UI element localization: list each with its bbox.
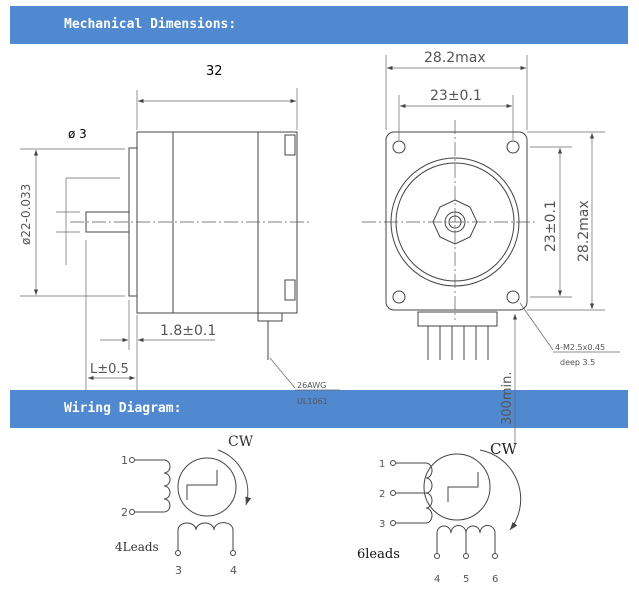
wiring-6-leads: CW 1 2 3 4 5 6 6leads xyxy=(357,440,522,585)
wiring-4-leads: CW 1 2 3 4 4Leads xyxy=(115,434,254,577)
thread-spec: 4-M2.5x0.45 xyxy=(555,343,605,352)
wiring-title: Wiring Diagram: xyxy=(64,401,182,416)
dim-overall-height: 28.2max xyxy=(576,200,592,262)
dim-hole-height: 23±0.1 xyxy=(543,200,559,252)
leads-label: 4Leads xyxy=(115,540,159,554)
pin-label: 3 xyxy=(379,519,385,530)
leads-label: 6leads xyxy=(357,547,400,562)
wiring-header: Wiring Diagram: xyxy=(10,390,628,428)
mechanical-header: Mechanical Dimensions: xyxy=(10,6,628,44)
dim-hole-width: 23±0.1 xyxy=(430,88,482,104)
dim-overall-width: 28.2max xyxy=(424,50,486,66)
pin-label: 3 xyxy=(175,564,182,577)
side-view: 32 ø22-0.033 ø 3 1.8±0.1 L±0.5 26AWG UL1… xyxy=(19,64,340,406)
pin-label: 2 xyxy=(379,489,385,500)
wire-gauge: 26AWG xyxy=(297,381,326,390)
dim-shaft-dia: ø 3 xyxy=(68,127,87,141)
cw-label: CW xyxy=(228,434,254,450)
dim-shaft-len: L±0.5 xyxy=(90,362,129,377)
dim-lead-length: 300min. xyxy=(500,372,515,425)
mechanical-title: Mechanical Dimensions: xyxy=(64,17,237,32)
pin-label: 5 xyxy=(463,574,469,585)
dim-length: 32 xyxy=(206,64,223,79)
pin-label: 1 xyxy=(379,459,385,470)
pin-label: 2 xyxy=(121,506,128,519)
pin-label: 4 xyxy=(230,564,237,577)
dim-body-dia: ø22-0.033 xyxy=(19,184,33,245)
dim-flange: 1.8±0.1 xyxy=(160,323,216,339)
cw-label: CW xyxy=(490,440,517,458)
thread-depth: deep 3.5 xyxy=(560,358,595,367)
pin-label: 6 xyxy=(492,574,498,585)
pin-label: 1 xyxy=(121,454,128,467)
pin-label: 4 xyxy=(434,574,440,585)
wire-type: UL1061 xyxy=(297,397,328,406)
front-view: 28.2max 23±0.1 23±0.1 28.2max 300min. 4-… xyxy=(362,50,620,447)
